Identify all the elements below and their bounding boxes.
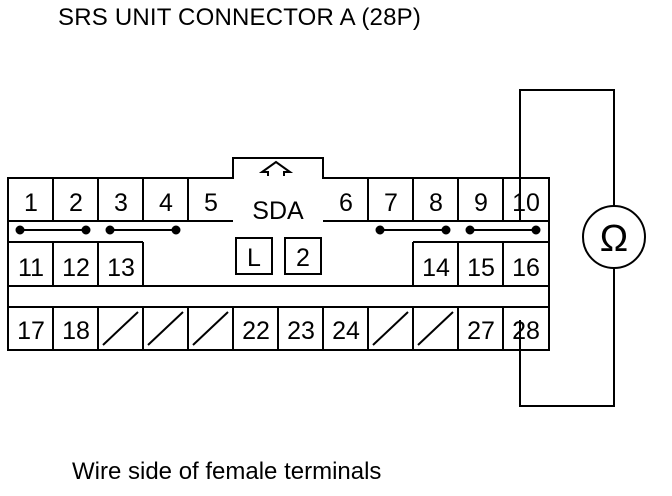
diagram-caption: Wire side of female terminals <box>72 458 382 485</box>
lock-box-2 <box>284 237 322 275</box>
terminal-13: 13 <box>107 254 135 282</box>
ohmmeter-leads <box>519 89 646 407</box>
terminal-10: 10 <box>512 189 540 217</box>
terminal-9: 9 <box>474 189 488 217</box>
terminal-28: 28 <box>512 317 540 345</box>
lock-label-l: L <box>247 244 261 272</box>
terminal-16: 16 <box>512 254 540 282</box>
terminal-12: 12 <box>62 254 90 282</box>
sda-label: SDA <box>252 197 304 225</box>
empty-cavity-slash <box>417 311 454 346</box>
terminal-7: 7 <box>384 189 398 217</box>
empty-cavity-slash <box>372 311 409 346</box>
terminal-1: 1 <box>24 189 38 217</box>
up-arrow-icon <box>258 160 294 176</box>
lock-label-2: 2 <box>296 244 310 272</box>
terminal-14: 14 <box>422 254 450 282</box>
terminal-24: 24 <box>332 317 360 345</box>
terminal-22: 22 <box>242 317 270 345</box>
terminal-15: 15 <box>467 254 495 282</box>
empty-cavity-slash <box>192 311 229 346</box>
terminal-2: 2 <box>69 189 83 217</box>
shorting-bars <box>15 225 541 235</box>
ohm-symbol: Ω <box>600 218 628 260</box>
terminal-18: 18 <box>62 317 90 345</box>
terminal-3: 3 <box>114 189 128 217</box>
terminal-6: 6 <box>339 189 353 217</box>
empty-cavity-slash <box>102 311 139 346</box>
lock-box-l <box>235 237 273 275</box>
terminal-17: 17 <box>17 317 45 345</box>
terminal-27: 27 <box>467 317 495 345</box>
terminal-11: 11 <box>18 254 44 282</box>
ohmmeter <box>582 205 646 269</box>
terminal-5: 5 <box>204 189 218 217</box>
diagram-title: SRS UNIT CONNECTOR A (28P) <box>58 4 422 31</box>
terminal-4: 4 <box>159 189 173 217</box>
terminal-23: 23 <box>287 317 315 345</box>
terminal-8: 8 <box>429 189 443 217</box>
empty-cavity-slash <box>147 311 184 346</box>
